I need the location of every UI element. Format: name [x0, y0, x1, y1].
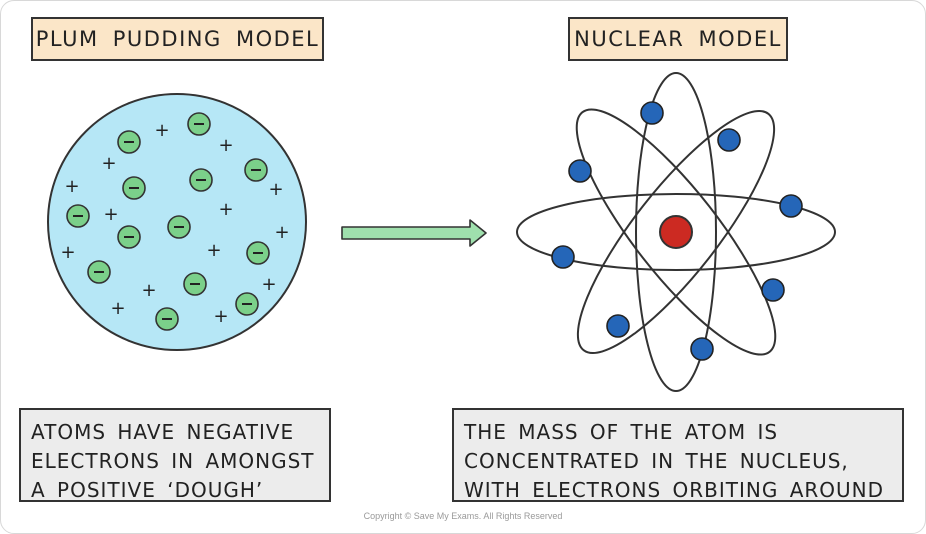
plum-pudding-title: PLUM PUDDING MODEL: [31, 17, 324, 61]
orbiting-electron: [551, 245, 575, 269]
orbit-path: [635, 72, 717, 392]
plus-sign: +: [141, 280, 156, 301]
plus-sign: +: [110, 298, 125, 319]
orbiting-electron: [606, 314, 630, 338]
nucleus: [659, 215, 693, 249]
nuclear-atom: [516, 72, 836, 392]
plus-sign: +: [206, 240, 221, 261]
electron-bead: [167, 215, 191, 239]
orbiting-electron: [761, 278, 785, 302]
orbiting-electron: [779, 194, 803, 218]
plum-pudding-atom: + + + + + + + + + + + + + +: [47, 93, 307, 351]
negative-electrons: [66, 112, 270, 331]
plus-sign: +: [213, 306, 228, 327]
orbiting-electron: [717, 128, 741, 152]
caption-line: ATOMS HAVE NEGATIVE: [31, 420, 295, 444]
orbit-path: [516, 193, 836, 271]
electron-orbits: [516, 72, 836, 392]
orbit-path: [575, 108, 777, 356]
copyright-notice: Copyright © Save My Exams. All Rights Re…: [363, 511, 563, 521]
orbit-path: [576, 110, 776, 354]
electron-bead: [87, 260, 111, 284]
electron-bead: [189, 168, 213, 192]
plus-sign: +: [218, 199, 233, 220]
electron-bead: [187, 112, 211, 136]
plum-pudding-caption: ATOMS HAVE NEGATIVE ELECTRONS IN AMONGST…: [19, 408, 331, 502]
electron-bead: [246, 241, 270, 265]
electron-bead: [66, 204, 90, 228]
caption-line: CONCENTRATED IN THE NUCLEUS,: [464, 449, 849, 473]
caption-line: THE MASS OF THE ATOM IS: [464, 420, 779, 444]
positive-charges: + + + + + + + + + + + + + +: [60, 120, 289, 327]
plus-sign: +: [154, 120, 169, 141]
electron-bead: [235, 292, 259, 316]
plus-sign: +: [60, 242, 75, 263]
plus-sign: +: [64, 176, 79, 197]
electron-bead: [244, 158, 268, 182]
caption-line: WITH ELECTRONS ORBITING AROUND: [464, 478, 885, 502]
electron-bead: [117, 225, 141, 249]
transition-arrow: [341, 219, 487, 247]
plus-sign: +: [103, 204, 118, 225]
plus-sign: +: [274, 222, 289, 243]
orbiting-electrons: [551, 101, 803, 361]
electron-bead: [183, 272, 207, 296]
electron-bead: [117, 130, 141, 154]
plus-sign: +: [268, 179, 283, 200]
electron-bead: [122, 176, 146, 200]
orbiting-electron: [568, 159, 592, 183]
plus-sign: +: [261, 274, 276, 295]
caption-line: A POSITIVE ‘DOUGH’: [31, 478, 264, 502]
orbiting-electron: [690, 337, 714, 361]
electron-bead: [155, 307, 179, 331]
nuclear-model-caption: THE MASS OF THE ATOM IS CONCENTRATED IN …: [452, 408, 904, 502]
orbiting-electron: [640, 101, 664, 125]
caption-line: ELECTRONS IN AMONGST: [31, 449, 315, 473]
nuclear-model-title: NUCLEAR MODEL: [568, 17, 788, 61]
plus-sign: +: [218, 135, 233, 156]
plus-sign: +: [101, 153, 116, 174]
